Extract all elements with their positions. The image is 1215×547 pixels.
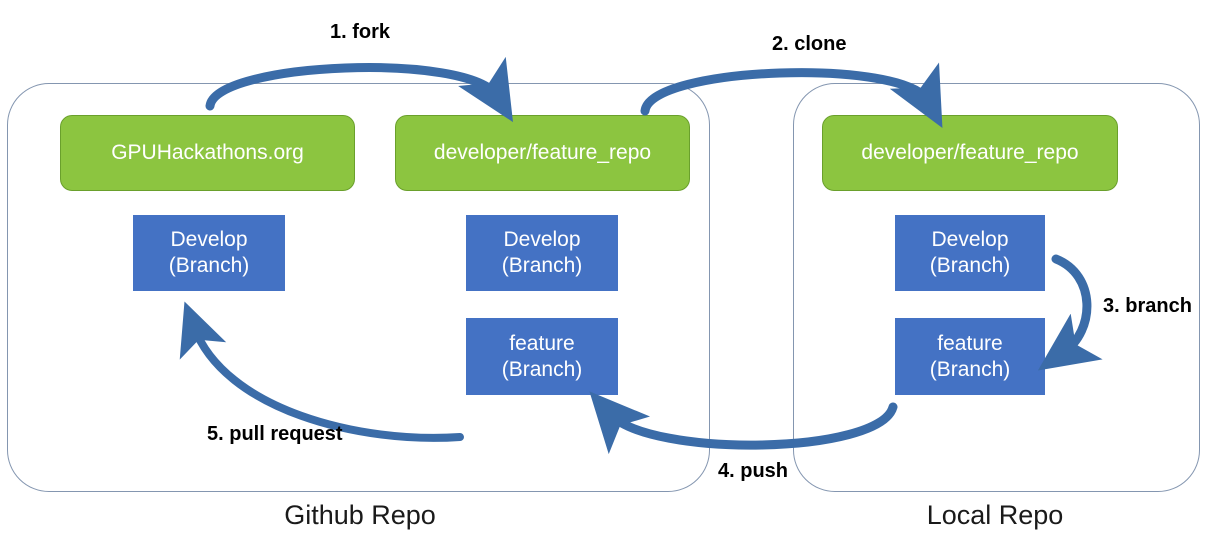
- branch-label-line2: (Branch): [168, 254, 250, 277]
- branch-label-line1: Develop: [503, 228, 581, 252]
- branch-label-line1: Develop: [170, 228, 248, 252]
- step-label-fork: 1. fork: [330, 21, 391, 43]
- node-fork-feature-repo: developer/feature_repo: [395, 115, 690, 191]
- branch-label-line1: feature: [509, 331, 575, 355]
- node-gpuhackathons-org: GPUHackathons.org: [60, 115, 355, 191]
- node-feature-branch-fork: feature (Branch): [466, 318, 618, 395]
- branch-label-line2: (Branch): [501, 254, 583, 277]
- node-feature-branch-local: feature (Branch): [895, 318, 1045, 395]
- step-label-push: 4. push: [718, 460, 789, 482]
- branch-label-line1: feature: [937, 331, 1003, 355]
- branch-label-line2: (Branch): [501, 357, 583, 381]
- node-local-feature-repo: developer/feature_repo: [822, 115, 1118, 191]
- branch-label-line2: (Branch): [929, 357, 1011, 381]
- node-develop-branch-upstream: Develop (Branch): [133, 215, 285, 291]
- github-repo-caption: Github Repo: [284, 500, 436, 530]
- branch-label-line2: (Branch): [929, 254, 1011, 277]
- step-label-branch: 3. branch: [1103, 295, 1192, 317]
- local-repo-container: [793, 83, 1200, 492]
- local-repo-caption: Local Repo: [926, 500, 1064, 530]
- branch-label-line1: Develop: [931, 228, 1009, 252]
- node-develop-branch-local: Develop (Branch): [895, 215, 1045, 291]
- node-develop-branch-fork: Develop (Branch): [466, 215, 618, 291]
- step-label-clone: 2. clone: [772, 33, 847, 55]
- step-label-pull-request: 5. pull request: [207, 423, 343, 445]
